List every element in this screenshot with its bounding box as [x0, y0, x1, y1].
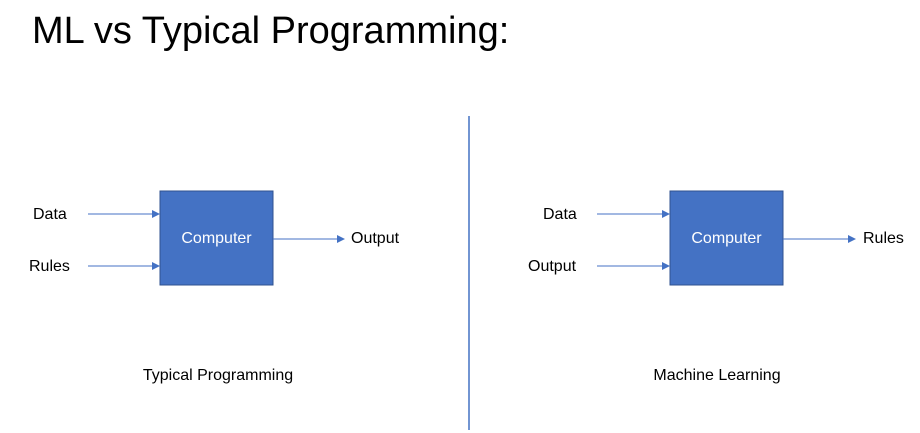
left-computer-box	[159, 190, 274, 286]
left-computer-label: Computer	[181, 230, 252, 247]
right-input-label-output: Output	[528, 258, 577, 275]
right-input-label-data: Data	[543, 206, 577, 223]
right-computer-box	[669, 190, 784, 286]
right-caption: Machine Learning	[653, 367, 781, 384]
left-input-label-rules: Rules	[29, 258, 70, 275]
right-output-label: Rules	[863, 230, 904, 247]
left-input-label-data: Data	[33, 206, 67, 223]
left-output-label: Output	[351, 230, 400, 247]
right-computer-label: Computer	[691, 230, 762, 247]
left-caption: Typical Programming	[142, 367, 294, 384]
slide-title: ML vs Typical Programming:	[32, 10, 510, 52]
